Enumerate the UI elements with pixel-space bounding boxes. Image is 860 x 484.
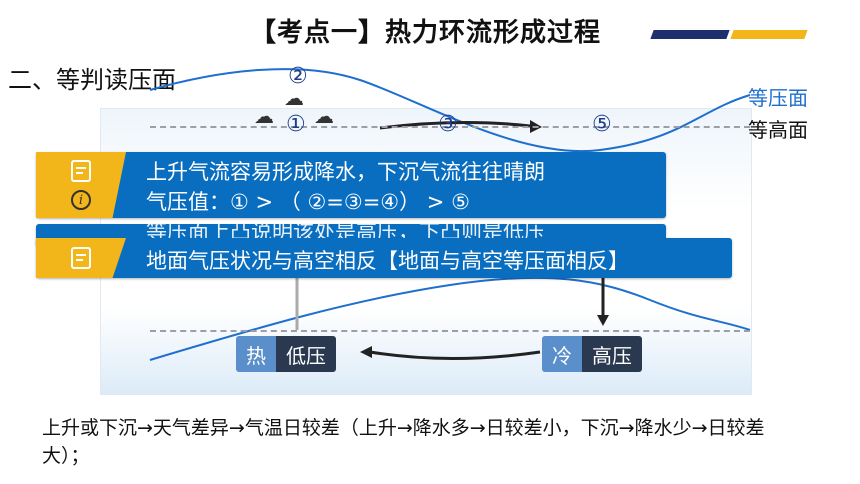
point-3: ③ xyxy=(438,112,458,137)
section-subtitle: 二、等判读压面 xyxy=(8,66,176,94)
upper-isoheight-line xyxy=(150,126,750,128)
note-icon xyxy=(71,247,91,269)
isoheight-label: 等高面 xyxy=(748,118,808,142)
rain-cloud-icon-right: ☁ xyxy=(314,104,334,128)
high-pressure-label: 高压 xyxy=(582,336,642,372)
band1-line1: 上升气流容易形成降水，下沉气流往往晴朗 xyxy=(146,160,545,184)
band2-badge xyxy=(36,238,126,278)
surface-flow-arrowhead xyxy=(360,346,372,358)
upper-isobar-curve xyxy=(149,68,751,153)
lower-isoheight-line xyxy=(150,330,750,332)
note-band-2: 地面气压状况与高空相反【地面与高空等压面相反】 xyxy=(36,238,732,278)
cold-tag: 冷 xyxy=(542,336,582,372)
point-5: ⑤ xyxy=(592,112,612,137)
cold-high-pressure-box: 冷 高压 xyxy=(542,336,642,372)
surface-flow-arrow xyxy=(369,350,541,360)
rain-cloud-icon-left: ☁ xyxy=(254,104,274,128)
band1-badge: i xyxy=(36,152,126,218)
info-icon: i xyxy=(71,190,91,210)
upper-flow-arrow xyxy=(379,120,531,130)
hot-low-pressure-box: 热 低压 xyxy=(236,336,336,372)
rain-cloud-icon: ☁ xyxy=(284,86,304,110)
point-2: ② xyxy=(288,64,308,89)
page-title: 【考点一】热力环流形成过程 xyxy=(250,18,602,48)
note-icon xyxy=(71,160,91,182)
isobar-label: 等压面 xyxy=(748,86,808,110)
descend-arrowhead xyxy=(597,315,609,326)
hot-tag: 热 xyxy=(236,336,276,372)
low-pressure-label: 低压 xyxy=(276,336,336,372)
footer-note: 上升或下沉→天气差异→气温日较差（上升→降水多→日较差小，下沉→降水少→日较差大… xyxy=(42,417,765,467)
band1-line2: 气压值：① > （ ②=③=④） > ⑤ xyxy=(146,190,470,214)
note-band-1: i 上升气流容易形成降水，下沉气流往往晴朗 气压值：① > （ ②=③=④） >… xyxy=(36,152,666,218)
band2-text: 地面气压状况与高空相反【地面与高空等压面相反】 xyxy=(146,249,629,273)
lower-isobar-curve xyxy=(149,276,751,361)
point-1: ① xyxy=(286,112,306,137)
